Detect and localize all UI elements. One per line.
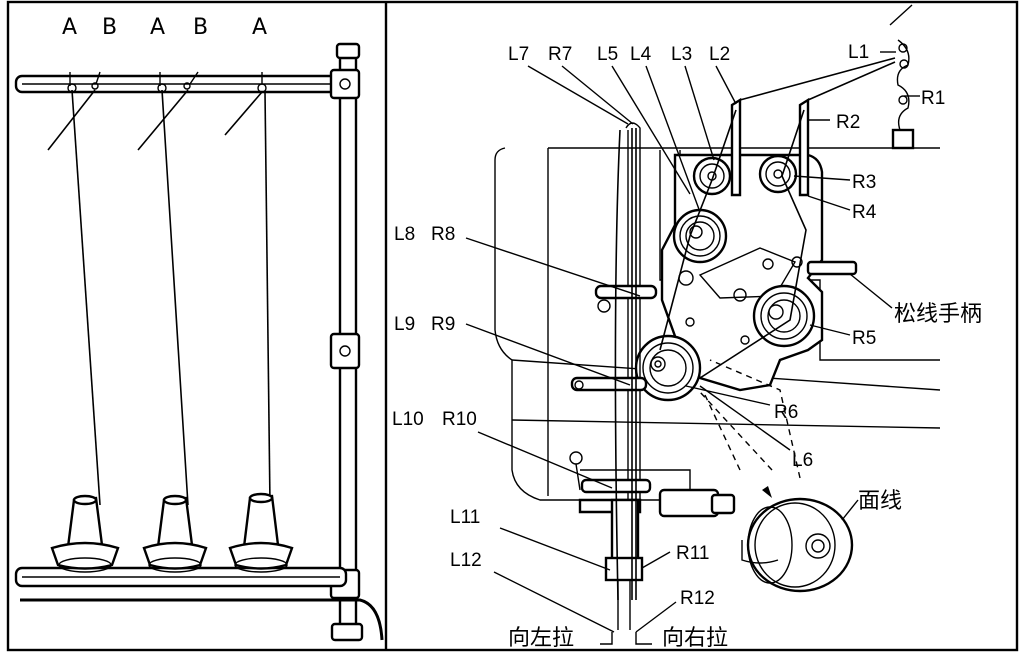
label-r10: R10	[442, 409, 477, 430]
label-l7: L7	[508, 44, 529, 65]
label-r2: R2	[836, 112, 860, 133]
panel-frames	[6, 0, 1019, 652]
leader-lines	[465, 51, 920, 645]
label-l5: L5	[597, 44, 618, 65]
tension-disc-l3	[692, 156, 732, 196]
label-face-thread: 面线	[858, 489, 902, 514]
label-l1: L1	[848, 42, 869, 63]
label-release-handle: 松线手柄	[894, 302, 982, 327]
label-r4: R4	[852, 202, 877, 223]
pretension-guides	[730, 97, 810, 197]
tension-disc-r5	[752, 284, 816, 348]
label-b-1: B	[102, 15, 117, 40]
thread-cone-2	[142, 494, 208, 573]
machine-head-panel: L7 R7 L5 L4 L3 L2 L1 L8 R8 L9 R9 L10 R10…	[392, 4, 982, 651]
label-l9: L9	[394, 314, 415, 335]
label-l10: L10	[392, 409, 424, 430]
label-pull-left: 向左拉	[508, 626, 574, 651]
label-l6: L6	[792, 450, 813, 471]
thread-cone-1	[50, 494, 120, 573]
label-r8: R8	[431, 224, 455, 245]
label-l4: L4	[630, 44, 652, 65]
label-b-2: B	[193, 15, 208, 40]
label-r5: R5	[852, 328, 876, 349]
machine-labels: L7 R7 L5 L4 L3 L2 L1 L8 R8 L9 R9 L10 R10…	[392, 42, 982, 651]
label-r9: R9	[431, 314, 455, 335]
label-a-2: A	[150, 15, 165, 40]
thread-stand-top-bar	[14, 74, 348, 94]
machine-threads	[614, 57, 896, 601]
label-l3: L3	[671, 44, 692, 65]
thread-stand-pole	[329, 42, 364, 642]
label-a-3: A	[252, 15, 267, 40]
tension-disc-r6	[634, 334, 702, 402]
tension-disc-r3	[758, 154, 798, 194]
label-r11: R11	[676, 543, 709, 564]
label-a-1: A	[62, 15, 77, 40]
stand-labels: A B A B A	[62, 15, 267, 40]
label-r6: R6	[774, 402, 798, 423]
label-l8: L8	[394, 224, 415, 245]
thread-stand-bottom-bar	[14, 566, 384, 641]
thread-cone-3	[228, 492, 294, 573]
label-pull-right: 向右拉	[662, 626, 728, 651]
label-r1: R1	[921, 88, 945, 109]
label-l2: L2	[709, 44, 730, 65]
stand-threads	[47, 89, 271, 506]
tension-disc-l4	[672, 208, 728, 264]
release-handle	[806, 260, 893, 309]
label-r7: R7	[548, 44, 572, 65]
label-r3: R3	[852, 172, 876, 193]
label-l12: L12	[450, 550, 482, 571]
label-l11: L11	[450, 507, 480, 528]
bobbin-detail	[699, 359, 859, 593]
thread-stand-panel: A B A B A	[14, 15, 384, 642]
label-r12: R12	[680, 588, 715, 609]
top-thread-guide	[889, 4, 915, 150]
